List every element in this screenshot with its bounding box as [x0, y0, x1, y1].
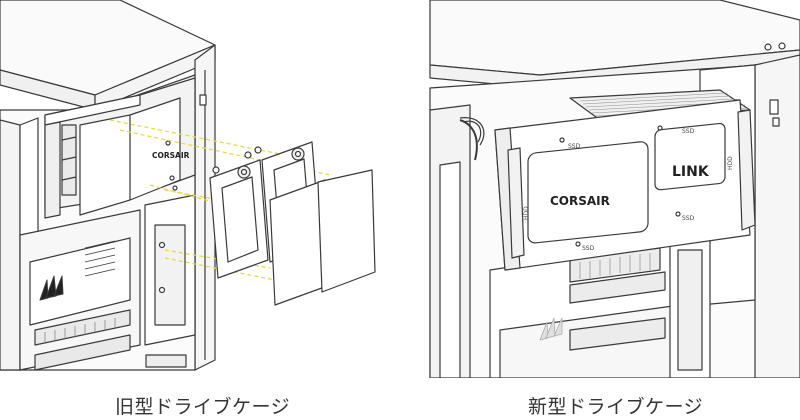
new-drive-cage-illustration: CORSAIR LINK SSD SSD SSD SSD HDD HDD: [420, 0, 800, 378]
new-cage: CORSAIR LINK SSD SSD SSD SSD HDD HDD: [494, 89, 756, 271]
ssd-label-3: SSD: [582, 245, 595, 252]
new-heatsinks: [569, 247, 666, 351]
new-cage-link: LINK: [672, 164, 710, 180]
new-sails-logo: [539, 317, 563, 341]
new-cage-brand: CORSAIR: [550, 194, 610, 208]
old-cage: CORSAIR: [44, 77, 196, 216]
old-drive-cage-illustration: CORSAIR: [0, 0, 385, 378]
hdd-label-1: HDD: [523, 206, 530, 220]
drive-tray-1: [209, 151, 269, 279]
ssd-label-4: SSD: [682, 215, 695, 222]
old-sails-logo: [39, 275, 64, 301]
new-drive-cage-caption: 新型ドライブケージ: [528, 396, 704, 418]
old-cage-brand: CORSAIR: [152, 151, 190, 160]
old-drive-cage-caption: 旧型ドライブケージ: [115, 396, 291, 418]
ssd-label-2: SSD: [682, 128, 695, 135]
hdd-label-2: HDD: [727, 156, 734, 170]
ssd-label-1: SSD: [568, 143, 581, 150]
drive-panel-2: [317, 169, 376, 293]
